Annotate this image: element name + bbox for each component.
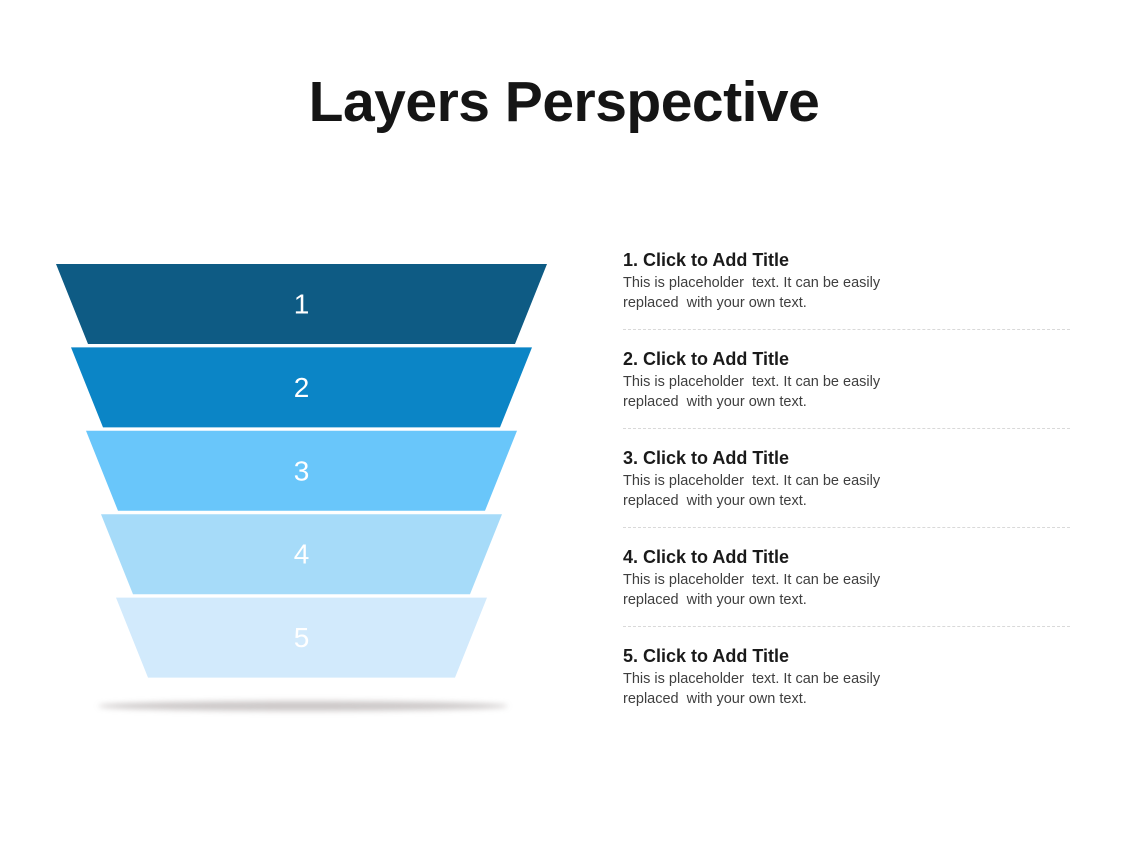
item-title[interactable]: 3. Click to Add Title: [623, 448, 790, 468]
funnel-layer-number: 4: [294, 539, 310, 570]
item-title[interactable]: 4. Click to Add Title: [623, 547, 790, 567]
list-item: 2. Click to Add Title This is placeholde…: [623, 349, 1070, 429]
list-item: 4. Click to Add Title This is placeholde…: [623, 547, 1070, 627]
funnel-layer-4[interactable]: [101, 514, 502, 595]
slide-title[interactable]: Layers Perspective: [308, 70, 820, 134]
item-body[interactable]: This is placeholder text. It can be easi…: [623, 671, 881, 707]
item-divider: [623, 329, 1070, 330]
funnel-layer-5[interactable]: [116, 597, 487, 678]
item-title[interactable]: 1. Click to Add Title: [623, 250, 790, 270]
funnel-layer-3[interactable]: [86, 430, 517, 511]
list-item: 5. Click to Add Title This is placeholde…: [623, 646, 1070, 709]
funnel-layer-number: 5: [294, 622, 310, 653]
list-item: 3. Click to Add Title This is placeholde…: [623, 448, 1070, 528]
funnel-svg: 1 2 3 4 5: [56, 264, 547, 711]
item-title[interactable]: 2. Click to Add Title: [623, 349, 790, 369]
funnel-layer-1[interactable]: [56, 264, 547, 344]
funnel-diagram: 1 2 3 4 5: [0, 250, 580, 730]
item-body[interactable]: This is placeholder text. It can be easi…: [623, 374, 881, 410]
funnel-layer-2[interactable]: [71, 347, 532, 428]
item-divider: [623, 527, 1070, 528]
item-body[interactable]: This is placeholder text. It can be easi…: [623, 572, 881, 608]
content-list: 1. Click to Add Title This is placeholde…: [623, 250, 1070, 709]
funnel-layer-number: 1: [294, 289, 310, 320]
item-divider: [623, 626, 1070, 627]
item-body[interactable]: This is placeholder text. It can be easi…: [623, 275, 881, 311]
item-divider: [623, 428, 1070, 429]
funnel-shadow: [98, 701, 508, 711]
list-item: 1. Click to Add Title This is placeholde…: [623, 250, 1070, 330]
funnel-layer-number: 2: [294, 372, 310, 403]
item-body[interactable]: This is placeholder text. It can be easi…: [623, 473, 881, 509]
item-title[interactable]: 5. Click to Add Title: [623, 646, 790, 666]
funnel-layer-number: 3: [294, 455, 310, 486]
